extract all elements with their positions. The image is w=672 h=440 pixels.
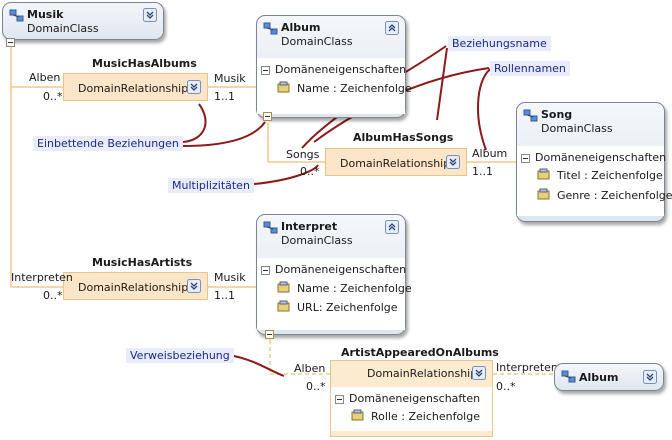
album-reference-title: Album <box>579 371 619 384</box>
callout-beziehungsname: Beziehungsname <box>448 36 551 51</box>
callout-verweisbeziehung: Verweisbeziehung <box>126 348 234 363</box>
album-class-shape[interactable]: Album DomainClass Domäneneigenschaften N… <box>256 15 412 118</box>
target-role-label: Musik <box>214 72 246 85</box>
compartment-title: Domäneneigenschaften <box>275 263 407 276</box>
relationship-label: DomainRelationship <box>78 82 189 95</box>
target-multiplicity: 0..* <box>496 380 516 393</box>
compartment-collapse-toggle[interactable] <box>261 266 270 275</box>
property-name: Rolle : Zeichenfolge <box>371 410 480 423</box>
chevron-down-icon[interactable] <box>643 370 657 384</box>
source-role-label: Alben <box>294 362 326 375</box>
album-subtitle: DomainClass <box>281 35 353 48</box>
chevron-down-icon[interactable] <box>187 80 201 94</box>
callout-multiplizitaeten: Multiplizitäten <box>168 178 254 193</box>
music-has-artists-name: MusicHasArtists <box>92 256 193 269</box>
property-name: Name : Zeichenfolge <box>297 82 412 95</box>
property-name: Genre : Zeichenfolge <box>557 189 672 202</box>
source-role-label: Songs <box>286 148 320 161</box>
chevron-down-icon[interactable] <box>472 366 486 380</box>
source-multiplicity: 0..* <box>300 165 320 178</box>
artist-appeared-on-albums-name: ArtistAppearedOnAlbums <box>341 346 499 359</box>
interpret-subtitle: DomainClass <box>281 234 353 247</box>
domain-class-icon <box>9 9 24 22</box>
domain-class-icon <box>561 370 576 383</box>
compartment-title: Domäneneigenschaften <box>535 151 667 164</box>
target-role-label: Interpreten <box>496 361 558 374</box>
target-multiplicity: 1..1 <box>214 289 235 302</box>
compartment-collapse-toggle[interactable] <box>335 395 344 404</box>
relationship-label: DomainRelationship <box>367 367 478 380</box>
chevron-down-icon[interactable] <box>187 279 201 293</box>
property-name: URL: Zeichenfolge <box>297 301 398 314</box>
music-has-artists-relationship[interactable]: DomainRelationship <box>63 272 208 300</box>
source-role-label: Interpreten <box>11 271 73 284</box>
interpret-title: Interpret <box>281 220 338 233</box>
album-has-songs-relationship[interactable]: DomainRelationship <box>325 148 467 176</box>
music-has-albums-relationship[interactable]: DomainRelationship <box>63 73 208 101</box>
chevron-down-icon[interactable] <box>446 155 460 169</box>
callout-rollennamen: Rollennamen <box>490 61 570 76</box>
album-properties-compartment: Domäneneigenschaften Name : Zeichenfolge <box>257 58 412 114</box>
chevron-up-icon[interactable] <box>385 21 399 35</box>
compartment-collapse-toggle[interactable] <box>261 66 270 75</box>
relationship-label: DomainRelationship <box>340 157 451 170</box>
source-multiplicity: 0..* <box>306 380 326 393</box>
property-icon <box>537 188 550 200</box>
compartment-title: Domäneneigenschaften <box>349 392 481 405</box>
musik-subtitle: DomainClass <box>27 22 99 35</box>
album-reference-class-shape[interactable]: Album <box>554 363 664 391</box>
source-multiplicity: 0..* <box>43 90 63 103</box>
domain-class-icon <box>263 22 278 35</box>
target-multiplicity: 1..1 <box>214 90 235 103</box>
musik-title: Musik <box>27 8 64 21</box>
target-role-label: Musik <box>214 271 246 284</box>
property-name: Titel : Zeichenfolge <box>557 169 663 182</box>
chevron-up-icon[interactable] <box>385 220 399 234</box>
domain-class-icon <box>523 109 538 122</box>
music-has-albums-name: MusicHasAlbums <box>92 57 197 70</box>
musik-class-shape[interactable]: Musik DomainClass <box>2 2 164 40</box>
property-name: Name : Zeichenfolge <box>297 282 412 295</box>
target-role-label: Album <box>472 147 508 160</box>
album-title: Album <box>281 21 321 34</box>
album-collapse-toggle[interactable] <box>263 112 272 121</box>
property-icon <box>537 168 550 180</box>
property-icon <box>351 409 364 421</box>
chevron-down-icon[interactable] <box>143 8 157 22</box>
compartment-collapse-toggle[interactable] <box>521 154 530 163</box>
interpret-collapse-toggle[interactable] <box>265 330 274 339</box>
relationship-label: DomainRelationship <box>78 281 189 294</box>
musik-collapse-toggle[interactable] <box>6 38 15 47</box>
target-multiplicity: 1..1 <box>472 165 493 178</box>
callout-einbettende-beziehungen: Einbettende Beziehungen <box>33 136 183 151</box>
compartment-title: Domäneneigenschaften <box>275 63 407 76</box>
property-icon <box>277 281 290 293</box>
album-has-songs-name: AlbumHasSongs <box>353 131 454 144</box>
property-icon <box>277 81 290 93</box>
song-subtitle: DomainClass <box>541 122 613 135</box>
source-role-label: Alben <box>29 71 61 84</box>
interpret-properties-compartment: Domäneneigenschaften Name : Zeichenfolge… <box>257 258 412 330</box>
song-class-shape[interactable]: Song DomainClass Domäneneigenschaften Ti… <box>516 102 672 222</box>
song-title: Song <box>541 108 573 121</box>
property-icon <box>277 300 290 312</box>
source-multiplicity: 0..* <box>43 289 63 302</box>
song-properties-compartment: Domäneneigenschaften Titel : Zeichenfolg… <box>517 146 672 216</box>
relationship-properties-compartment: Domäneneigenschaften Rolle : Zeichenfolg… <box>331 387 492 431</box>
artist-appeared-on-albums-relationship[interactable]: DomainRelationship Domäneneigenschaften … <box>330 360 493 437</box>
interpret-class-shape[interactable]: Interpret DomainClass Domäneneigenschaft… <box>256 214 412 335</box>
domain-class-icon <box>263 221 278 234</box>
